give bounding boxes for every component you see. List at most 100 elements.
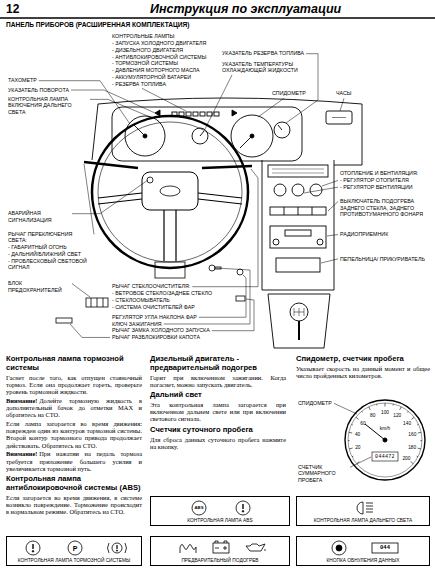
steering-wheel	[175, 210, 176, 261]
speedometer-dial	[345, 400, 425, 480]
leader-line	[84, 164, 94, 234]
control-stalks	[84, 162, 252, 183]
brk-icon	[116, 550, 117, 551]
gauge-number: 200	[402, 455, 410, 460]
ring-icon	[68, 541, 82, 555]
gauge-number: 80	[370, 412, 375, 417]
dashboard	[112, 107, 302, 161]
callout-label: - АНТИБЛОКИРОВОЧНОЙ СИСТЕМЫ	[112, 54, 206, 60]
center-console	[273, 239, 279, 245]
excl-icon	[32, 551, 34, 553]
callout-label: - ВЕТРОВОЕ СТЕКЛО/ЗАДНЕЕ СТЕКЛО	[112, 290, 212, 296]
leader-line	[192, 169, 258, 287]
heading-block: Спидометр, счетчик пробега	[296, 355, 430, 364]
callout-group: ЧАСЫ	[336, 90, 366, 97]
dial-ticks	[400, 407, 402, 410]
oil-icon	[246, 544, 265, 551]
btn-icon	[336, 545, 342, 551]
steering-wheel	[163, 210, 164, 261]
indicator-box: ПРЕДВАРИТЕЛЬНЫЙ ПОДОГРЕВ	[150, 536, 290, 566]
paragraph: Если лампа загорается во время движения:…	[6, 420, 142, 449]
steering-wheel	[198, 193, 242, 198]
brk-icon	[116, 545, 117, 549]
center-console	[262, 160, 334, 348]
center-console	[268, 294, 330, 348]
callout-label: РЫЧАГ ЗАМКА ХОЛОДНОГО ЗАПУСКА	[112, 327, 210, 333]
dial-ticks	[418, 432, 421, 434]
dashboard	[274, 122, 290, 138]
leader-line	[212, 299, 254, 331]
box-caption: КОНТРОЛЬНАЯ ЛАМПА ABS	[187, 518, 252, 523]
odometer-digits: 044472	[375, 454, 395, 460]
batt-icon	[213, 541, 229, 553]
center-console	[276, 258, 320, 272]
dash-controls	[97, 298, 98, 307]
callout-label: - СИСТЕМА ОЧИСТИТЕЛЕЙ ФАР	[112, 304, 195, 310]
excl-icon	[236, 501, 250, 515]
center-console	[298, 321, 300, 340]
leader-line	[350, 457, 371, 467]
control-stalks	[84, 162, 138, 168]
brk-icon	[108, 543, 127, 553]
dial-ticks	[349, 432, 352, 434]
gauge-number: 20	[355, 444, 360, 449]
dashboard	[200, 112, 205, 116]
leader-line	[205, 75, 232, 129]
leader-line	[142, 88, 186, 111]
disp-icon	[372, 543, 398, 553]
callout-label: СПИДОМЕТР	[272, 90, 306, 96]
ring-icon	[68, 541, 82, 555]
steering-wheel	[198, 199, 242, 204]
center-console	[290, 303, 308, 321]
speedometer-dial	[372, 452, 398, 461]
dashboard	[232, 110, 237, 116]
paragraph: Если загорается во время движения, в сис…	[6, 494, 142, 516]
dashboard	[155, 110, 160, 116]
callout-label: - ДАЛЬНИЙ/БЛИЖНИЙ СВЕТ	[8, 251, 81, 257]
dashboard	[92, 98, 362, 165]
dash-controls	[56, 265, 245, 323]
callout-label: СЧЕТЧИК СУММАРНОГО ПРОБЕГА	[298, 464, 348, 483]
callout-label: - СТЕКЛООМЫВАТЕЛЬ	[112, 297, 170, 303]
callout-label: - ТОРМОЗНОЙ СИСТЕМЫ	[112, 60, 178, 66]
beam-icon	[366, 503, 373, 504]
leader-line	[334, 403, 357, 414]
text-column: Контрольная лампа тормозной системыГасне…	[6, 352, 142, 515]
beam-icon	[357, 502, 373, 514]
dial-ticks	[411, 462, 414, 464]
dial-ticks	[420, 440, 421, 441]
dashboard	[193, 112, 198, 116]
excl-icon	[26, 541, 40, 555]
callout-group: ТАХОМЕТРУКАЗАТЕЛЬ ПОВОРОТАКОНТРОЛЬНАЯ ЛА…	[8, 77, 88, 115]
paragraph: Гаснет после того, как отпущен стояночны…	[6, 374, 142, 396]
icon-text: P	[73, 545, 78, 552]
excl-icon	[32, 544, 33, 549]
beam-icon	[366, 509, 373, 510]
dial-ticks	[348, 440, 349, 441]
center-console	[262, 160, 334, 290]
indicator-box: PКОНТРОЛЬНАЯ ЛАМПА ТОРМОЗНОЙ СИСТЕМЫ	[6, 536, 142, 566]
callout-label: РЕГУЛЯТОР УГЛА НАКЛОНА ФАР	[112, 314, 197, 320]
center-console	[285, 230, 311, 236]
dashboard	[214, 112, 219, 116]
leader-line	[90, 99, 150, 117]
callout-label: КОНТРОЛЬНЫЕ ЛАМПЫ:	[112, 33, 176, 39]
section-heading: Контрольная лампа тормозной системы	[6, 355, 142, 372]
beam-icon	[366, 512, 373, 513]
paragraph: Горит при включенном зажигании. Когда по…	[150, 374, 286, 388]
leader-line	[340, 98, 344, 111]
excl-icon	[242, 511, 244, 513]
ring-icon	[192, 501, 206, 515]
paragraph: Внимание!Долейте тормозную жидкость в до…	[6, 397, 142, 419]
heading-block: Дизельный двигатель - предварительный по…	[150, 355, 286, 372]
callout-group: СПИДОМЕТР	[272, 90, 332, 97]
batt-icon	[215, 541, 227, 550]
center-console	[317, 239, 323, 245]
callout-label: БЛОК ПРЕДОХРАНИТЕЛЕЙ	[8, 280, 70, 293]
unit-label: km/h	[380, 426, 390, 431]
dial-ticks	[361, 411, 363, 412]
warning-word: Внимание!	[6, 397, 37, 404]
steering-wheel	[142, 172, 198, 210]
btn-icon	[332, 541, 346, 555]
text-column: Дизельный двигатель - предварительный по…	[150, 352, 286, 450]
